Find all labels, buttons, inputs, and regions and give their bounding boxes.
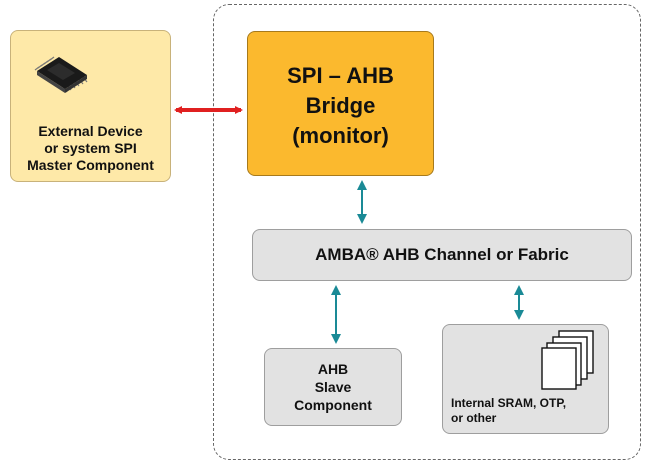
external-device-block: External Device or system SPI Master Com… bbox=[10, 30, 171, 182]
external-device-label-line1: External Device bbox=[38, 123, 143, 139]
bridge-label-line1: SPI – AHB bbox=[287, 62, 394, 88]
soc-boundary bbox=[213, 4, 641, 460]
spi-ahb-bridge-block: SPI – AHB Bridge (monitor) bbox=[247, 31, 434, 176]
memory-label-line1: Internal SRAM, OTP, bbox=[451, 396, 567, 410]
ahb-slave-block: AHB Slave Component bbox=[264, 348, 402, 426]
external-device-label-line2: or system SPI bbox=[44, 140, 137, 156]
memory-pages-icon bbox=[541, 330, 594, 390]
internal-memory-block: Internal SRAM, OTP, or other bbox=[442, 324, 609, 434]
fabric-label: AMBA® AHB Channel or Fabric bbox=[315, 245, 569, 264]
slave-label-line3: Component bbox=[294, 397, 372, 413]
memory-label-line2: or other bbox=[451, 411, 497, 425]
ahb-fabric-block: AMBA® AHB Channel or Fabric bbox=[252, 229, 632, 281]
external-device-label-line3: Master Component bbox=[27, 157, 154, 173]
slave-label-line2: Slave bbox=[314, 379, 352, 395]
chip-icon bbox=[34, 56, 88, 93]
bridge-label-line2: Bridge bbox=[305, 92, 376, 118]
bridge-label-line3: (monitor) bbox=[292, 122, 389, 148]
slave-label-line1: AHB bbox=[317, 361, 349, 377]
